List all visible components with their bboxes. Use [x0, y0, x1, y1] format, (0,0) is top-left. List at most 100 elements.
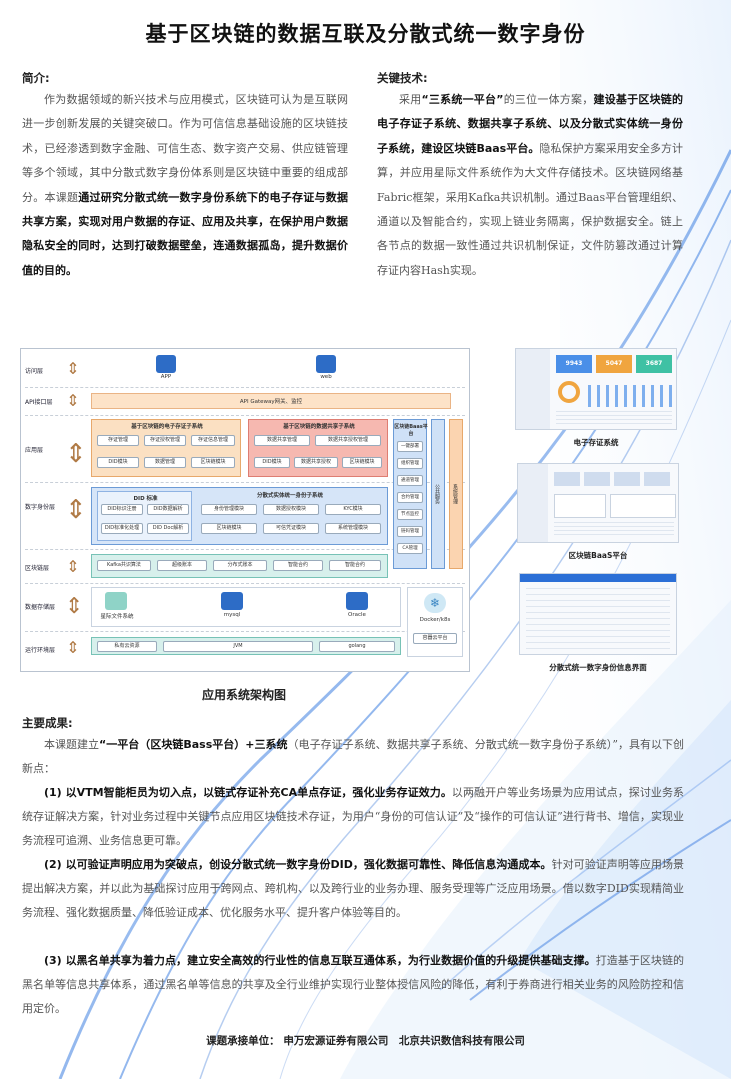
- results-intro-c: （电子存证子系统、数据共享子系统、分散式统一数字身份子系统）”，具有以下创新点：: [22, 738, 684, 775]
- layer-arrow-icon: ⇕: [66, 391, 80, 410]
- module-box: 存证授权管理: [144, 435, 186, 446]
- identity-subsystem-title: 分散式实体统一身份子系统: [256, 493, 323, 499]
- baas-item: 合约管理: [397, 492, 423, 503]
- module-box: 存证管理: [97, 435, 139, 446]
- module-box: 数据共享授权管理: [315, 435, 381, 446]
- result-point-3-bold: (3) 以黑名单共享为着力点，建立安全高效的行业性的信息互联互通体系，为行业数据…: [44, 954, 596, 967]
- result-point-3: (3) 以黑名单共享为着力点，建立安全高效的行业性的信息互联互通体系，为行业数据…: [22, 949, 684, 1021]
- runtime-item: 私有云资源: [97, 641, 157, 652]
- layer-arrow-icon: ⇕: [65, 439, 87, 469]
- table-rows: [554, 522, 674, 536]
- did-standard-title: DID 标准: [133, 496, 158, 502]
- keytech-text-b: 的三位一体方案，: [503, 93, 594, 106]
- did-item: DID标识注册: [101, 504, 143, 515]
- result-point-2: (2) 以可验证声明应用为突破点，创设分散式统一数字身份DID，强化数据可靠性、…: [22, 853, 684, 925]
- results-intro-b: “一平台（区块链Bass平台）+三系统: [99, 738, 288, 751]
- module-box: 区块链模块: [342, 457, 382, 468]
- layer-arrow-icon: ⇕: [66, 359, 80, 378]
- keytech-paragraph: 采用“三系统一平台”的三位一体方案，建设基于区块链的电子存证子系统、数据共享子系…: [377, 88, 683, 283]
- baas-item: 通道管理: [397, 475, 423, 486]
- screenshot-sidebar: [516, 349, 550, 429]
- evidence-system-screenshot: 9943 5047 3687: [515, 348, 677, 430]
- baas-platform-screenshot: [517, 463, 679, 543]
- runtime-item: JVM: [163, 641, 313, 652]
- layer-arrow-icon: ⇕: [66, 557, 80, 576]
- screenshot-panel: [610, 494, 676, 518]
- layer-separator: [25, 387, 465, 388]
- baas-item: 链码管理: [397, 526, 423, 537]
- layer-separator: [25, 482, 465, 483]
- donut-chart-icon: [558, 381, 580, 403]
- result-point-1-text: 以两融开户等业务场景为应用试点，探讨业务系统存证解决方案，针对业务过程中关键节点…: [22, 786, 684, 847]
- module-box: 数据共享授权: [294, 457, 338, 468]
- layer-label-app: 应用层: [25, 447, 44, 454]
- results-intro: 本课题建立“一平台（区块链Bass平台）+三系统（电子存证子系统、数据共享子系统…: [22, 733, 684, 781]
- layer-arrow-icon: ⇕: [65, 495, 87, 525]
- chain-item: 智能合约: [273, 560, 323, 571]
- poster-title: 基于区块链的数据互联及分散式统一数字身份: [145, 22, 586, 46]
- evidence-subsystem-title: 基于区块链的电子存证子系统: [131, 424, 203, 430]
- diagram-caption: 应用系统架构图: [201, 688, 286, 702]
- module-box: 区块链模块: [191, 457, 235, 468]
- module-box: DID模块: [97, 457, 139, 468]
- api-gateway-bar: API Gateway网关、监控: [91, 393, 451, 409]
- cloud-platform-box: 容器云平台: [413, 633, 457, 644]
- layer-separator: [25, 549, 465, 550]
- identity-module: 身份管理模块: [201, 504, 257, 515]
- web-label: web: [320, 374, 332, 380]
- result-point-1-bold: (1) 以VTM智能柜员为切入点，以链式存证补充CA单点存证，强化业务存证效力。: [44, 786, 452, 799]
- identity-module: 数据授权模块: [263, 504, 319, 515]
- identity-module: KYC模块: [325, 504, 381, 515]
- runtime-item: golang: [319, 641, 395, 652]
- screenshot-caption: 分散式统一数字身份信息界面: [549, 663, 647, 672]
- intro-text: 作为数据领域的新兴技术与应用模式，区块链可认为是互联网进一步创新发展的关键突破口…: [22, 93, 348, 204]
- docker-icon: ❄: [424, 593, 446, 613]
- keytech-quote: “三系统一平台”: [421, 93, 504, 106]
- keytech-heading: 关键技术:: [377, 71, 428, 85]
- table-rows: [556, 411, 672, 425]
- table-rows: [526, 588, 670, 650]
- mysql-label: mysql: [223, 612, 241, 618]
- baas-item: 节点监控: [397, 509, 423, 520]
- layer-separator: [25, 583, 465, 584]
- screenshot-cards: [554, 472, 674, 486]
- keytech-text-a: 采用: [399, 93, 422, 106]
- stat-card: 3687: [636, 355, 672, 373]
- identity-module: 系统管理模块: [325, 523, 381, 534]
- did-item: DID标准化处理: [101, 523, 143, 534]
- oracle-label: Oracle: [348, 612, 366, 618]
- chain-item: Kafka共识算法: [97, 560, 151, 571]
- identity-info-screenshot: [519, 573, 677, 655]
- screenshot-caption: 区块链BaaS平台: [568, 551, 628, 560]
- results-intro-a: 本课题建立: [44, 738, 100, 751]
- result-point-3-text: 打造基于区块链的黑名单等信息共享体系，通过黑名单等信息的共享及全行业维护实现行业…: [22, 954, 684, 1015]
- oracle-icon: [346, 592, 368, 610]
- chain-item: 分布式账本: [213, 560, 267, 571]
- docker-label: Docker/k8s: [419, 617, 451, 623]
- module-box: 数据管理: [144, 457, 186, 468]
- sharing-subsystem-title: 基于区块链的数据共享子系统: [283, 424, 355, 430]
- layer-arrow-icon: ⇕: [66, 638, 80, 657]
- result-point-2-text: 针对可验证声明等应用场景提出解决方案，并以此为基础探讨应用于跨网点、跨机构、以及…: [22, 858, 684, 919]
- screenshot-sidebar: [518, 464, 548, 542]
- baas-item: 一键部署: [397, 441, 423, 452]
- intro-bold-text: 通过研究分散式统一数字身份系统下的电子存证与数据共享方案，实现对用户数据的存证、…: [22, 190, 348, 277]
- layer-arrow-icon: ⇕: [65, 594, 84, 619]
- architecture-diagram: 访问层 API接口层 应用层 数字身份层 区块链层 数据存储层 运行环境层 ⇕ …: [20, 348, 470, 672]
- did-item: DID Doc解析: [147, 523, 189, 534]
- keytech-bold: 建设基于区块链的电子存证子系统、数据共享子系统、以及分散式实体统一身份子系统，建…: [377, 93, 684, 155]
- result-point-2-bold: (2) 以可验证声明应用为突破点，创设分散式统一数字身份DID，强化数据可靠性、…: [44, 858, 552, 871]
- evidence-subsystem-panel: 基于区块链的电子存证子系统: [91, 419, 241, 477]
- screenshot-caption: 电子存证系统: [573, 438, 619, 447]
- baas-item: CA管理: [397, 543, 423, 554]
- identity-module: 区块链模块: [201, 523, 257, 534]
- footer-organizations: 课题承接单位： 申万宏源证券有限公司 北京共识数信科技有限公司: [206, 1035, 525, 1047]
- app-label: APP: [160, 374, 172, 380]
- layer-label-storage: 数据存储层: [25, 604, 56, 611]
- app-icon: [156, 355, 176, 373]
- ipfs-label: 星际文件系统: [100, 614, 134, 620]
- results-heading: 主要成果:: [22, 716, 73, 730]
- stat-card: 9943: [556, 355, 592, 373]
- layer-label-runtime: 运行环境层: [25, 647, 56, 654]
